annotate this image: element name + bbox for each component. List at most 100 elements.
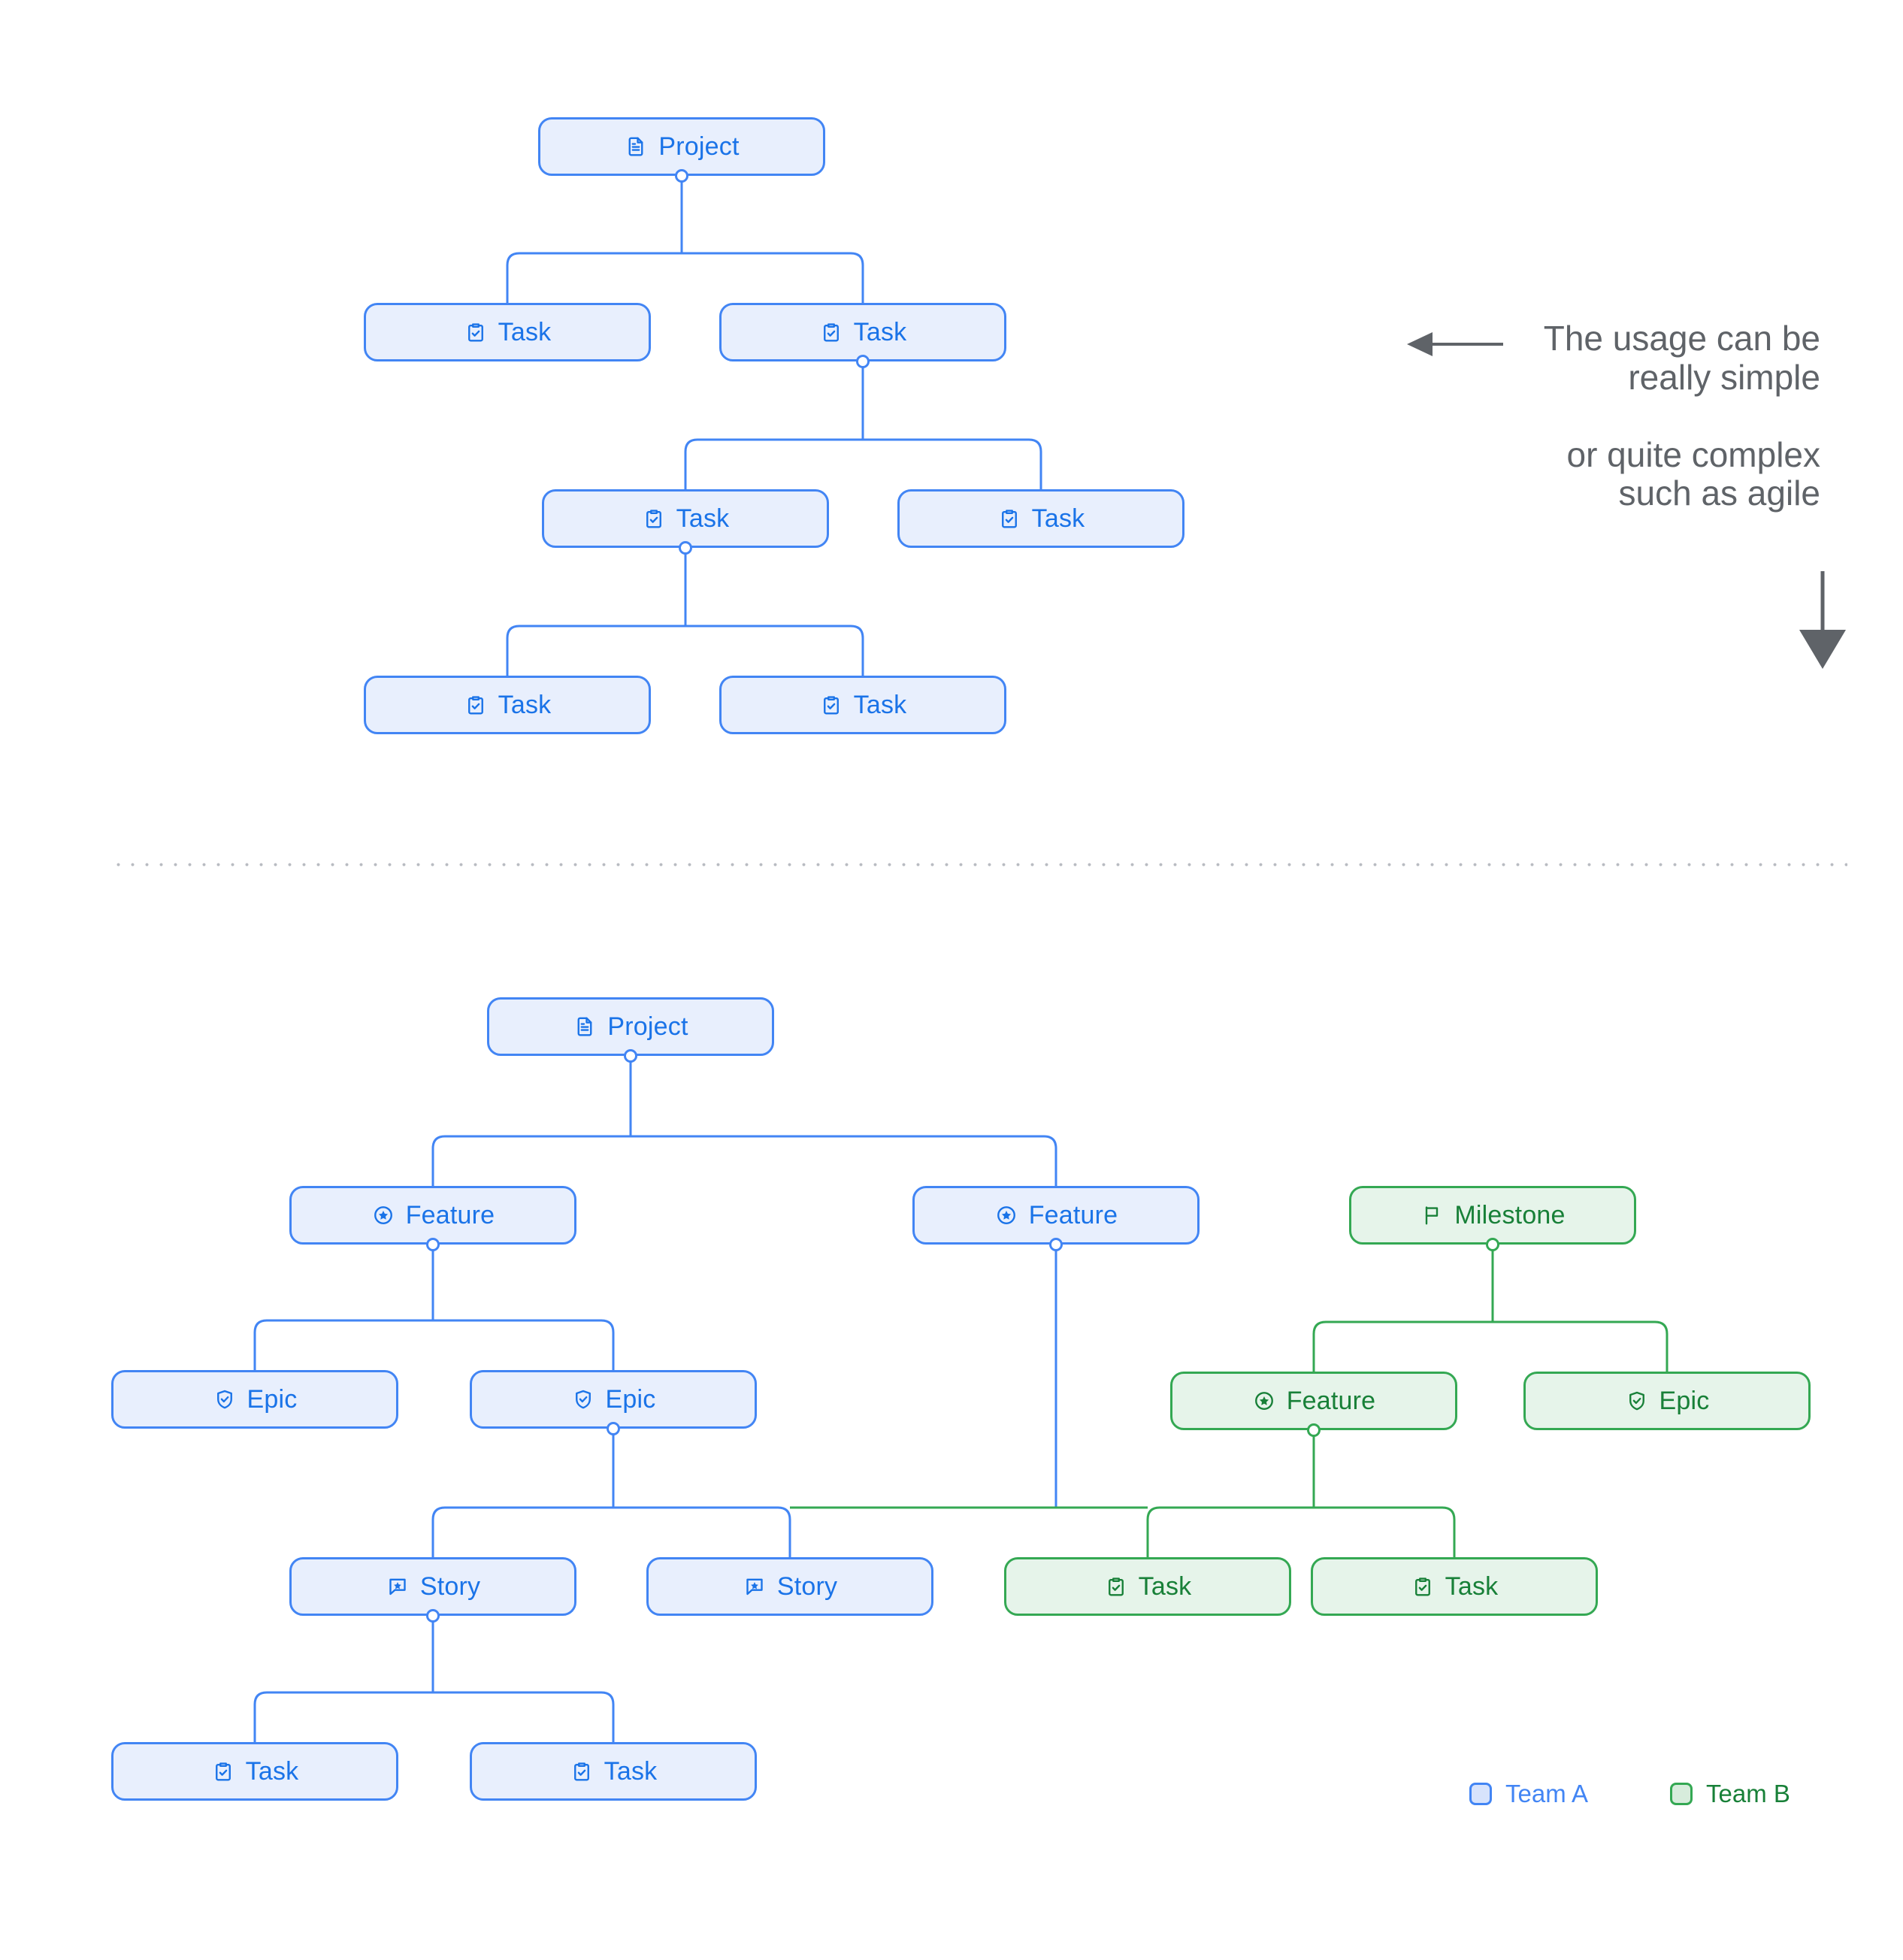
node-task[interactable]: Task: [719, 303, 1006, 361]
document-icon: [624, 135, 648, 159]
clipboard-check-icon: [997, 507, 1021, 531]
connector-branch: [1312, 1506, 1456, 1559]
node-story[interactable]: Story: [646, 1557, 933, 1616]
node-epic[interactable]: Epic: [1523, 1372, 1811, 1430]
clipboard-check-icon: [211, 1759, 235, 1783]
node-story[interactable]: Story: [289, 1557, 576, 1616]
clipboard-check-icon: [1104, 1574, 1128, 1599]
connector-branch: [431, 1319, 615, 1372]
clipboard-check-icon: [819, 693, 843, 717]
connector-branch: [253, 1691, 434, 1744]
shield-check-icon: [213, 1387, 237, 1411]
connector-branch: [1491, 1320, 1669, 1373]
connector-branch: [431, 1691, 615, 1744]
node-epic[interactable]: Epic: [111, 1370, 398, 1429]
star-circle-icon: [994, 1203, 1018, 1227]
node-label: Project: [607, 1012, 688, 1041]
clipboard-check-icon: [642, 507, 666, 531]
node-task[interactable]: Task: [1004, 1557, 1291, 1616]
connector-branch: [680, 252, 864, 304]
connector-anchor: [624, 1049, 637, 1063]
node-label: Task: [853, 691, 907, 719]
node-task[interactable]: Task: [111, 1742, 398, 1801]
node-task[interactable]: Task: [1311, 1557, 1598, 1616]
square-swatch-icon: [1670, 1783, 1693, 1805]
node-label: Task: [1445, 1572, 1499, 1601]
connector-branch: [506, 252, 683, 304]
node-label: Task: [1138, 1572, 1192, 1601]
connector-anchor: [1307, 1423, 1321, 1437]
node-label: Task: [498, 691, 552, 719]
story-icon: [386, 1574, 410, 1599]
node-label: Task: [604, 1757, 658, 1786]
flag-icon: [1420, 1203, 1444, 1227]
clipboard-check-icon: [1411, 1574, 1435, 1599]
node-task[interactable]: Task: [364, 676, 651, 734]
node-project[interactable]: Project: [538, 117, 825, 176]
node-project[interactable]: Project: [487, 997, 774, 1056]
connector-anchor: [679, 541, 692, 555]
node-task[interactable]: Task: [897, 489, 1184, 548]
node-label: Task: [853, 318, 907, 346]
node-label: Task: [1031, 504, 1085, 533]
connector-branch: [684, 438, 864, 491]
node-label: Epic: [247, 1385, 298, 1414]
node-feature[interactable]: Feature: [1170, 1372, 1457, 1430]
connector-branch: [1146, 1506, 1315, 1559]
node-epic[interactable]: Epic: [470, 1370, 757, 1429]
story-icon: [743, 1574, 767, 1599]
clipboard-check-icon: [464, 693, 488, 717]
node-label: Story: [776, 1572, 838, 1601]
node-feature[interactable]: Feature: [289, 1186, 576, 1245]
section-divider: [111, 863, 1847, 867]
connector-anchor: [856, 355, 870, 368]
connector-branch: [684, 625, 864, 677]
connector-branch: [1312, 1320, 1494, 1373]
connector-anchor: [426, 1609, 440, 1623]
node-label: Milestone: [1454, 1201, 1566, 1230]
node-label: Epic: [1659, 1387, 1710, 1415]
connector-branch: [612, 1506, 791, 1559]
node-label: Story: [419, 1572, 481, 1601]
arrow-down-icon: [1799, 571, 1846, 669]
node-label: Project: [658, 132, 740, 161]
connector-branch: [861, 438, 1042, 491]
clipboard-check-icon: [464, 320, 488, 344]
node-label: Feature: [1028, 1201, 1118, 1230]
node-label: Task: [676, 504, 730, 533]
usage-annotation-text: The usage can be really simple or quite …: [1543, 319, 1820, 513]
node-feature[interactable]: Feature: [912, 1186, 1200, 1245]
legend-item-team-a: Team A: [1469, 1780, 1588, 1808]
square-swatch-icon: [1469, 1783, 1492, 1805]
node-label: Feature: [1286, 1387, 1376, 1415]
clipboard-check-icon: [819, 320, 843, 344]
node-task[interactable]: Task: [719, 676, 1006, 734]
connector-anchor: [426, 1238, 440, 1251]
node-label: Task: [498, 318, 552, 346]
shield-check-icon: [571, 1387, 595, 1411]
clipboard-check-icon: [570, 1759, 594, 1783]
connector-branch: [506, 625, 687, 677]
connector-branch: [629, 1135, 1057, 1187]
connector-branch: [253, 1319, 434, 1372]
connector-anchor: [1486, 1238, 1499, 1251]
star-circle-icon: [1252, 1389, 1276, 1413]
connector-anchor: [607, 1422, 620, 1435]
document-icon: [573, 1015, 597, 1039]
legend-label-team-b: Team B: [1706, 1780, 1790, 1807]
node-milestone[interactable]: Milestone: [1349, 1186, 1636, 1245]
star-circle-icon: [371, 1203, 395, 1227]
legend-label-team-a: Team A: [1505, 1780, 1589, 1807]
connector-branch: [431, 1506, 615, 1559]
shield-check-icon: [1625, 1389, 1649, 1413]
connector-anchor: [1049, 1238, 1063, 1251]
node-task[interactable]: Task: [542, 489, 829, 548]
node-label: Task: [245, 1757, 299, 1786]
node-label: Feature: [405, 1201, 495, 1230]
connector-branch: [431, 1135, 632, 1187]
node-task[interactable]: Task: [470, 1742, 757, 1801]
node-task[interactable]: Task: [364, 303, 651, 361]
